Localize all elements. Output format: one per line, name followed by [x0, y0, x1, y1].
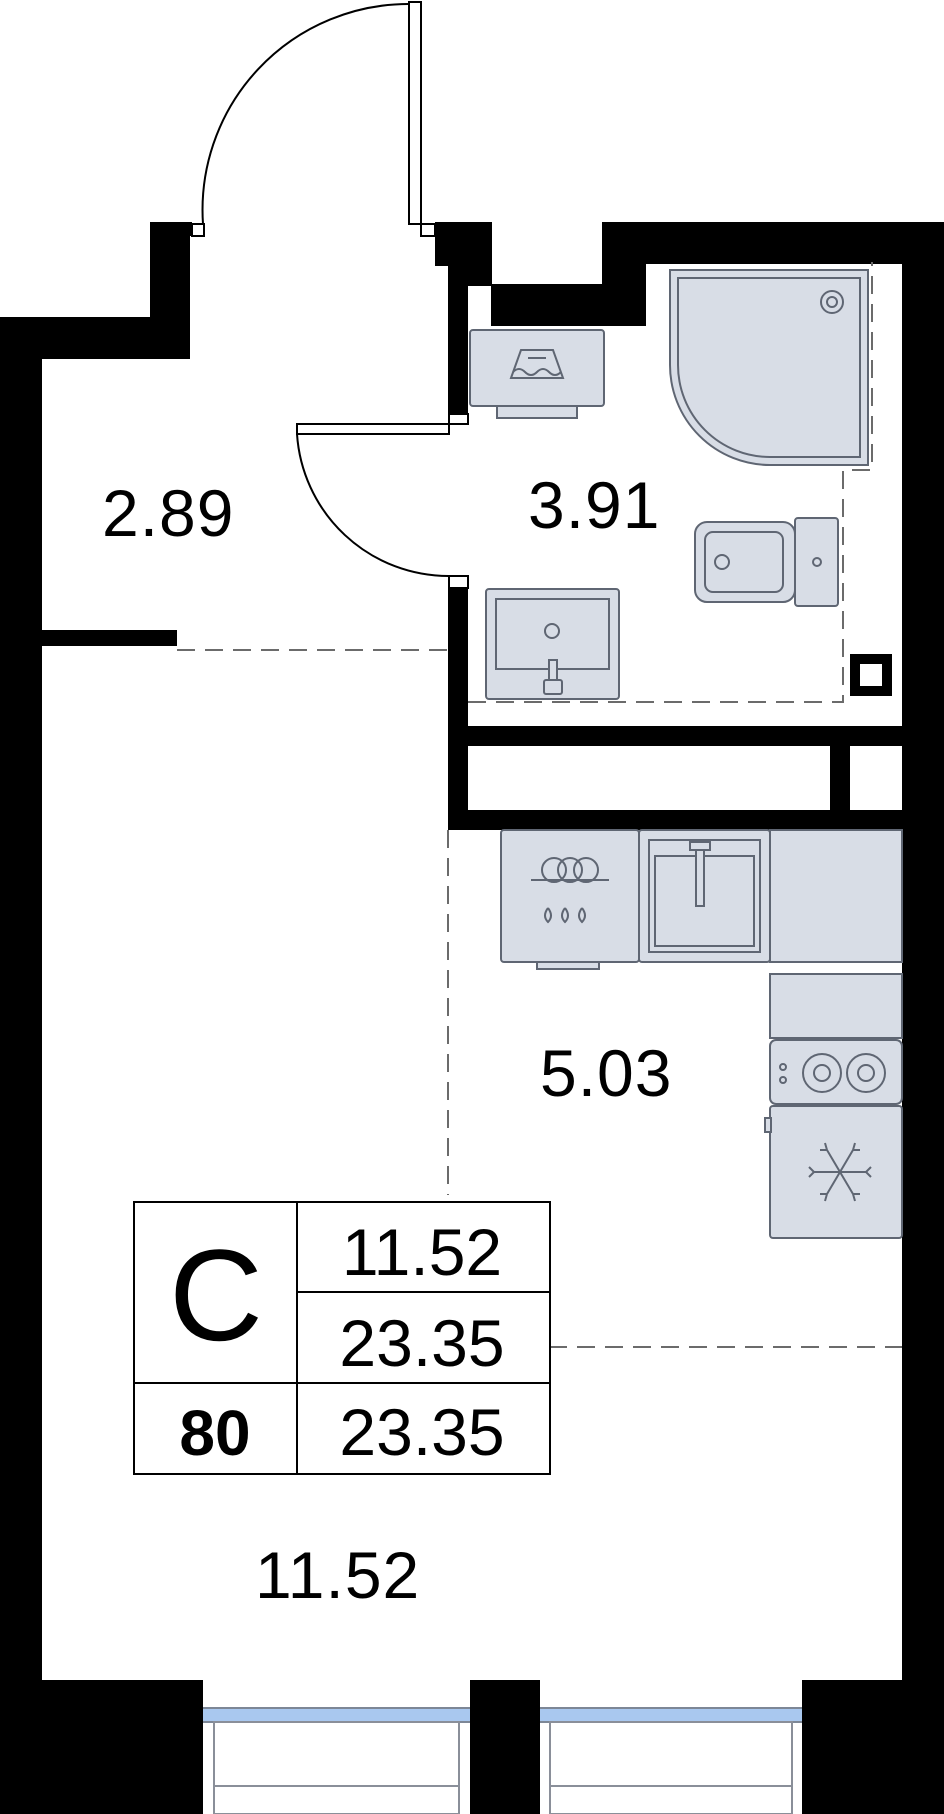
apartment-number: 80 [179, 1397, 250, 1469]
total-area-repeat-value: 23.35 [339, 1395, 504, 1469]
apartment-type-letter: С [169, 1222, 263, 1368]
ventilation-shaft-icon [850, 654, 892, 696]
stove-icon [769, 1039, 903, 1105]
room-area-hall: 2.89 [102, 476, 234, 550]
fridge-icon [764, 1105, 903, 1239]
total-area-value: 23.35 [339, 1306, 504, 1380]
toilet-icon [694, 517, 839, 607]
room-area-kitchen: 5.03 [540, 1036, 672, 1110]
dishwasher-icon [500, 829, 640, 970]
windows [203, 1680, 802, 1814]
kitchen-sink-icon [638, 829, 771, 963]
washbasin-icon [485, 588, 620, 700]
counter-corner [769, 829, 903, 1039]
bathroom-door [296, 413, 469, 589]
shower-icon [669, 269, 869, 466]
washing-machine-icon [469, 329, 605, 419]
walls [0, 222, 944, 1814]
summary-table: С 80 11.52 23.35 23.35 [133, 1201, 551, 1475]
zone-dividers [177, 262, 902, 1348]
living-area-value: 11.52 [342, 1215, 502, 1289]
entrance-door [191, 1, 436, 237]
room-area-living: 11.52 [255, 1538, 420, 1612]
room-area-bathroom: 3.91 [528, 468, 660, 542]
